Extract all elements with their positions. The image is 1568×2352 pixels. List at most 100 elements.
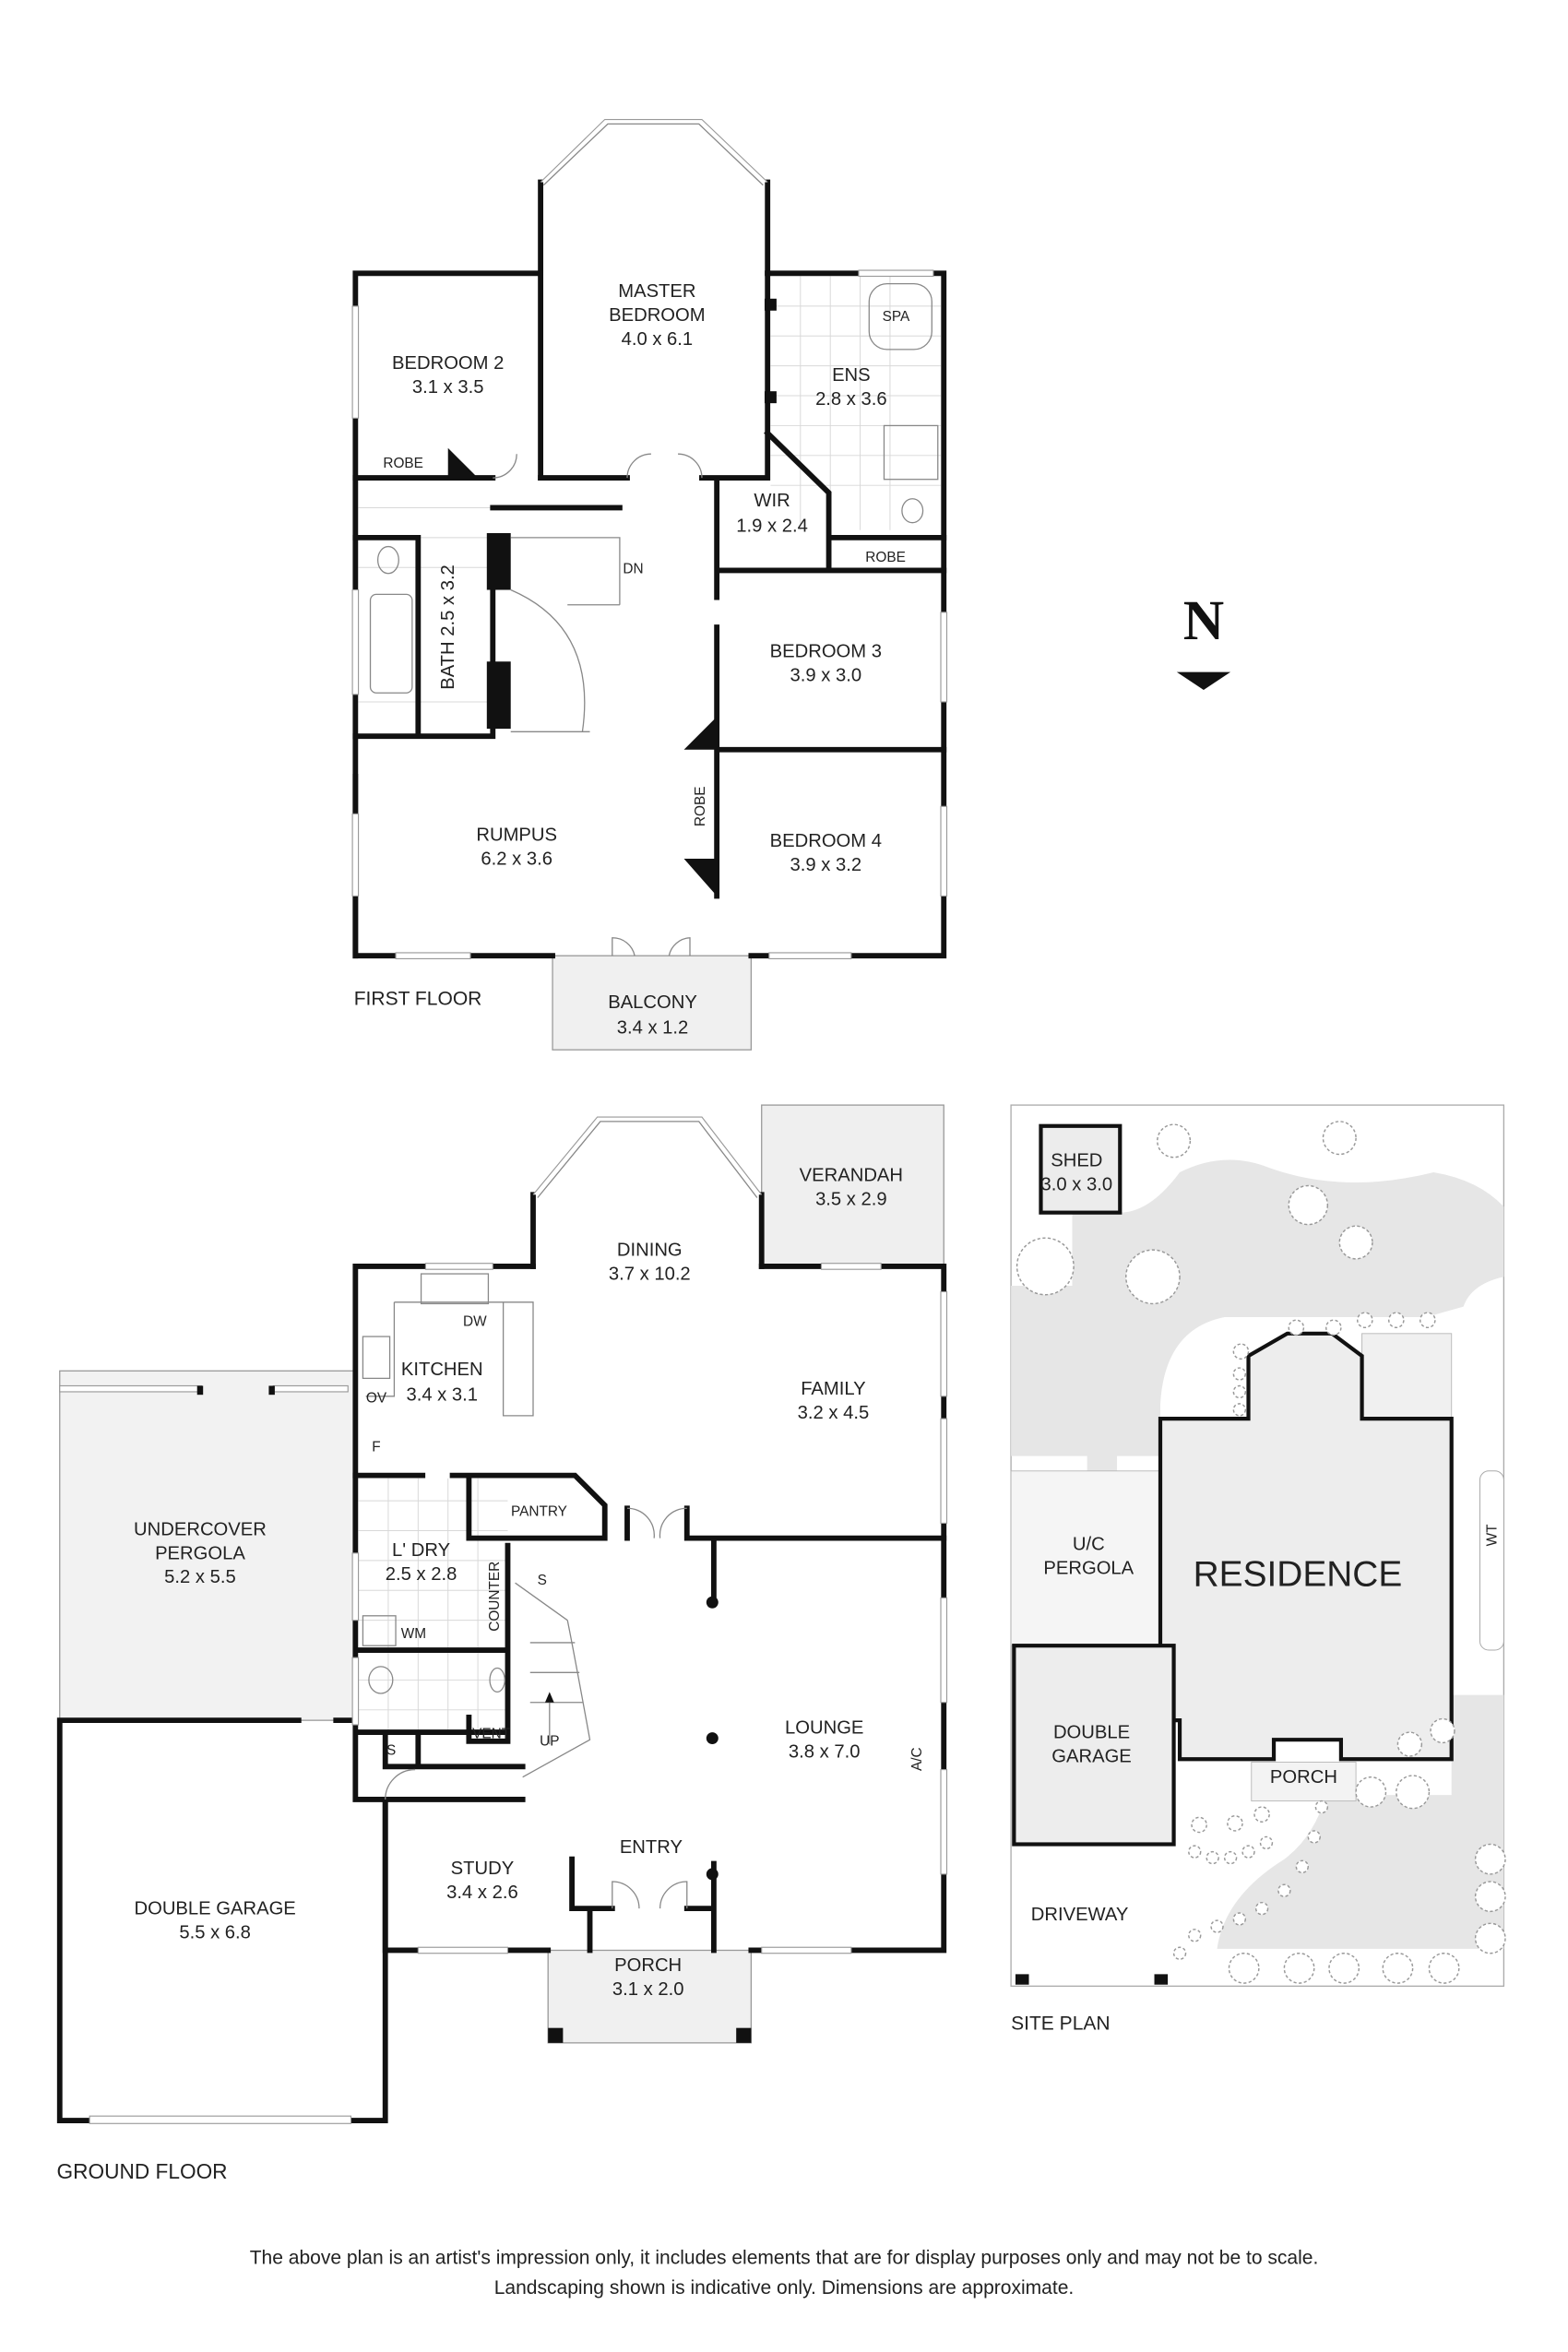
- bedroom4-dims: 3.9 x 3.2: [790, 855, 862, 875]
- master-bedroom-dims: 4.0 x 6.1: [622, 329, 694, 350]
- master-bedroom-label: MASTER: [618, 281, 695, 302]
- washing-machine-icon: [362, 1615, 397, 1646]
- wir-label: WIR: [754, 491, 790, 511]
- site-verandah: [1361, 1333, 1453, 1420]
- staircase-ground: [515, 1582, 591, 1778]
- stairs-down-label: DN: [623, 562, 643, 577]
- tree-icons: [1016, 1121, 1506, 1984]
- site-shed: [1039, 1123, 1123, 1215]
- column-icon-2: [706, 1732, 719, 1745]
- site-porch-label: PORCH: [1270, 1767, 1337, 1788]
- stair-wall: [486, 533, 511, 590]
- robe-label-3: ROBE: [693, 786, 708, 826]
- water-tank-label: WT: [1484, 1524, 1500, 1547]
- storage-label: S: [538, 1573, 547, 1588]
- counter-label: COUNTER: [487, 1562, 503, 1632]
- sink-icon: [420, 1273, 490, 1305]
- laundry-dims: 2.5 x 2.8: [386, 1564, 457, 1585]
- garage-label: DOUBLE GARAGE: [135, 1899, 296, 1919]
- wm-label: WM: [401, 1626, 426, 1642]
- porch-dims: 3.1 x 2.0: [612, 1979, 684, 2000]
- study-dims: 3.4 x 2.6: [446, 1883, 518, 1903]
- study-label: STUDY: [451, 1859, 515, 1879]
- laundry-tile-grid: [358, 1478, 508, 1733]
- ac-label: A/C: [909, 1747, 925, 1771]
- driveway-label: DRIVEWAY: [1031, 1905, 1129, 1925]
- site-pergola-label: U/C: [1073, 1535, 1105, 1555]
- lounge-label: LOUNGE: [785, 1718, 863, 1739]
- toilet-icon-ground: [368, 1666, 394, 1694]
- cooktop-icon: [362, 1336, 391, 1380]
- rumpus-label: RUMPUS: [476, 826, 557, 846]
- fridge-label: F: [372, 1440, 380, 1455]
- stair-wall-2: [486, 661, 511, 730]
- master-bay-wall: [538, 179, 771, 277]
- dishwasher-label: DW: [463, 1314, 487, 1330]
- ensuite-tile-grid: [358, 276, 941, 703]
- bedroom3-label: BEDROOM 3: [770, 641, 882, 661]
- north-arrow-icon: N: [1176, 589, 1231, 690]
- wir-dims: 1.9 x 2.4: [736, 516, 808, 536]
- undercover-pergola-area: [59, 1370, 356, 1721]
- kitchen-counter: [365, 1301, 534, 1417]
- ens-pillar-2: [764, 391, 777, 404]
- robe-label-2: ROBE: [865, 550, 906, 565]
- stairs-up-label: UP: [540, 1734, 559, 1750]
- site-plan-title: SITE PLAN: [1011, 2013, 1111, 2034]
- robe-label: ROBE: [383, 456, 423, 471]
- pergola-label-2: PERGOLA: [155, 1543, 245, 1563]
- balcony-door-icon: [612, 937, 691, 956]
- bedroom3-dims: 3.9 x 3.0: [790, 665, 862, 685]
- laundry-label: L' DRY: [392, 1540, 451, 1561]
- ens-toilet-icon: [901, 498, 924, 524]
- ground-floor-interior-walls: [352, 1472, 947, 1954]
- north-letter: N: [1183, 589, 1224, 652]
- dining-dims: 3.7 x 10.2: [609, 1265, 691, 1285]
- ground-floor-plan: VERANDAH 3.5 x 2.9 DINING 3.7 x 10.2 DW …: [57, 1104, 948, 2183]
- disclaimer-line-2: Landscaping shown is indicative only. Di…: [494, 2277, 1075, 2299]
- first-floor-plan: MASTER BEDROOM 4.0 x 6.1 BEDROOM 2 3.1 x…: [351, 118, 948, 1051]
- disclaimer-line-1: The above plan is an artist's impression…: [250, 2247, 1319, 2268]
- porch-area: [547, 1949, 753, 2044]
- residence-footprint: [1158, 1331, 1454, 1762]
- column-icon-3: [706, 1868, 719, 1881]
- pergola-dims: 5.2 x 5.5: [164, 1567, 236, 1587]
- pergola-label: UNDERCOVER: [134, 1519, 267, 1539]
- ensuite-dims: 2.8 x 3.6: [815, 389, 887, 410]
- kitchen-dims: 3.4 x 3.1: [406, 1385, 478, 1406]
- landscape-area-north: [1011, 1159, 1504, 1471]
- site-pergola-label-2: PERGOLA: [1043, 1558, 1134, 1578]
- spa-label: SPA: [883, 309, 910, 325]
- storage-label-2: S: [386, 1742, 396, 1758]
- first-floor-title: FIRST FLOOR: [354, 989, 482, 1010]
- balcony-area: [552, 955, 753, 1051]
- family-dims: 3.2 x 4.5: [798, 1403, 870, 1423]
- oven-label: OV: [366, 1390, 387, 1406]
- water-tank: [1479, 1470, 1504, 1651]
- bath-label: BATH 2.5 x 3.2: [438, 564, 458, 690]
- bedroom4-label: BEDROOM 4: [770, 831, 882, 851]
- dining-label: DINING: [617, 1241, 683, 1261]
- entry-label: ENTRY: [620, 1837, 683, 1858]
- staircase: [510, 537, 621, 732]
- vent-label: VENT: [472, 1727, 511, 1742]
- bedroom2-dims: 3.1 x 3.5: [412, 377, 484, 398]
- ens-pillar: [764, 298, 777, 311]
- site-garage-label-2: GARAGE: [1051, 1746, 1132, 1766]
- shed-dims: 3.0 x 3.0: [1041, 1174, 1113, 1194]
- rumpus-dims: 6.2 x 3.6: [481, 849, 552, 869]
- site-garage: [1012, 1644, 1176, 1847]
- residence-label: RESIDENCE: [1194, 1554, 1403, 1594]
- ensuite-label: ENS: [832, 365, 871, 386]
- kitchen-label: KITCHEN: [401, 1360, 483, 1380]
- lounge-dims: 3.8 x 7.0: [789, 1742, 861, 1763]
- spa-bath-icon: [868, 282, 932, 350]
- landscape-area-south: [1217, 1694, 1504, 1949]
- site-pergola: [1010, 1470, 1161, 1646]
- ensuite-tiles: [770, 276, 941, 530]
- verandah-label: VERANDAH: [800, 1166, 903, 1186]
- first-floor-interior-walls: [352, 270, 947, 959]
- robe-corner-3: [683, 858, 718, 897]
- porch-label: PORCH: [614, 1955, 682, 1976]
